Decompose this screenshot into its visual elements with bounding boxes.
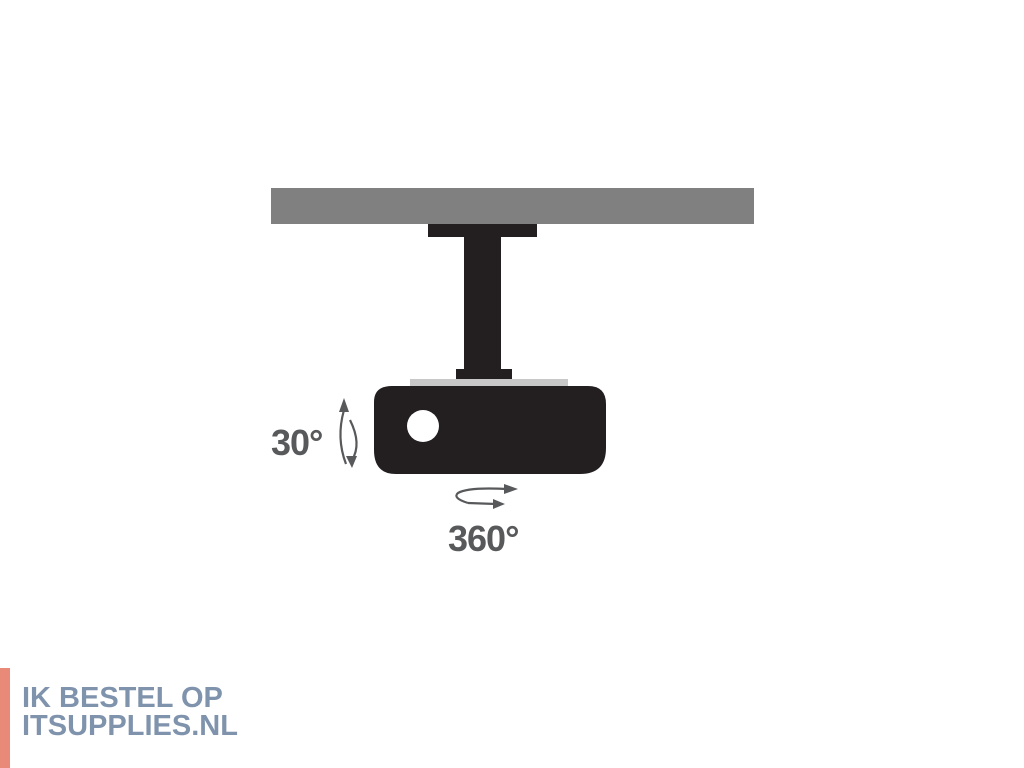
promo-line-2: ITSUPPLIES.NL	[22, 710, 238, 742]
tilt-angle-label: 30°	[271, 422, 323, 463]
rotation-arrow-head-right	[504, 484, 518, 494]
promo-accent-bar	[0, 668, 10, 768]
tilt-arrow-head-down	[346, 456, 357, 468]
projector-body	[374, 386, 606, 474]
rotation-arrow-icon	[455, 487, 507, 506]
pole-connector	[456, 369, 512, 379]
rotation-angle-label: 360°	[448, 518, 519, 559]
promo-watermark: IK BESTEL OP ITSUPPLIES.NL	[0, 664, 260, 768]
projector-lens	[407, 410, 439, 442]
ceiling-plate	[428, 224, 537, 237]
promo-line-1: IK BESTEL OP	[22, 682, 223, 714]
mount-pole	[464, 237, 501, 370]
ceiling-slab	[271, 188, 754, 224]
rotation-arrow-head-lower	[493, 499, 505, 509]
tilt-arrow-head-up	[339, 398, 349, 412]
tilt-arrow-icon	[339, 409, 358, 465]
bracket-plate	[410, 379, 568, 387]
